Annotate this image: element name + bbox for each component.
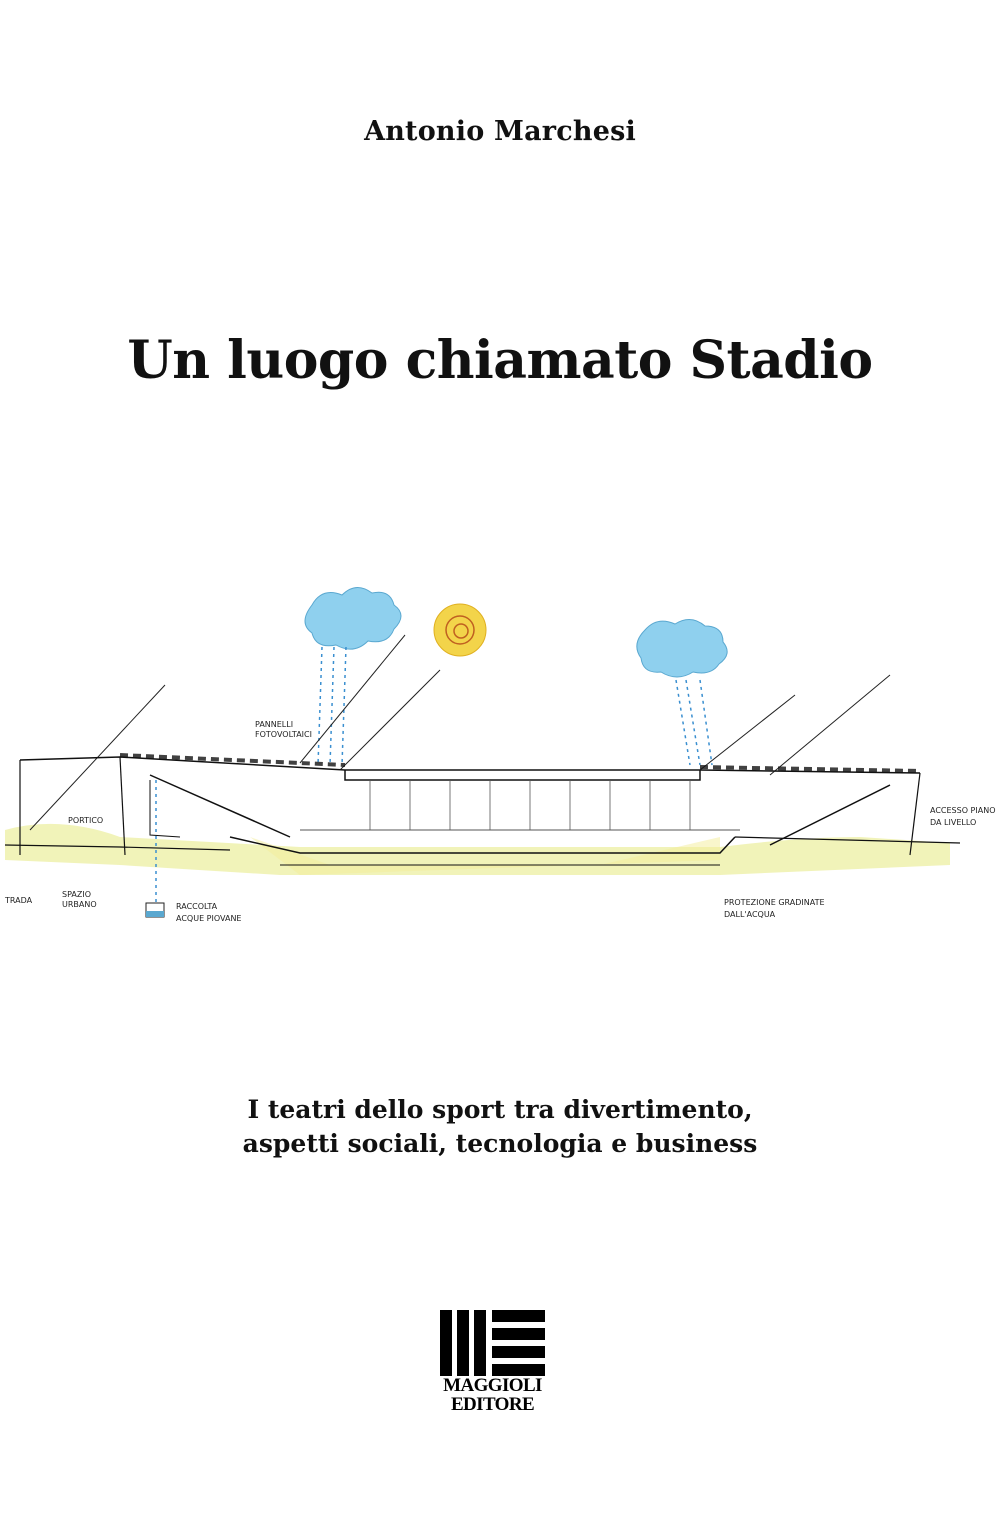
book-subtitle: I teatri dello sport tra divertimento, a… <box>0 1093 1000 1161</box>
author-name: Antonio Marchesi <box>364 116 636 147</box>
note-strada: TRADA <box>4 896 33 905</box>
note-portico: PORTICO <box>68 816 103 825</box>
publisher-name-line-1: MAGGIOLI <box>443 1375 542 1396</box>
publisher-name-line-2: EDITORE <box>450 1394 535 1415</box>
note-acque: ACQUE PIOVANE <box>176 914 241 923</box>
cloud-icon <box>636 619 728 678</box>
subtitle-line-1: I teatri dello sport tra divertimento, <box>247 1095 753 1124</box>
note-raccolta: RACCOLTA <box>176 902 218 911</box>
cloud-icon <box>304 587 402 650</box>
note-spazio: SPAZIO <box>62 890 91 899</box>
note-accesso: ACCESSO PIANO <box>930 806 996 815</box>
note-protezione: PROTEZIONE GRADINATE <box>724 898 825 907</box>
note-fotovoltaici: FOTOVOLTAICI <box>255 730 312 739</box>
sun-icon <box>433 603 487 657</box>
note-dallacqua: DALL'ACQUA <box>724 910 776 919</box>
note-pannelli: PANNELLI <box>255 720 293 729</box>
book-title: Un luogo chiamato Stadio <box>127 330 873 391</box>
note-dal: DA LIVELLO <box>930 818 976 827</box>
note-urbano: URBANO <box>62 900 97 909</box>
stadium-section-sketch: PANNELLI FOTOVOLTAICI PORTICO TRADA SPAZ… <box>4 587 996 923</box>
subtitle-line-2: aspetti sociali, tecnologia e business <box>242 1129 758 1158</box>
publisher-logo-icon <box>440 1310 545 1376</box>
publisher-logo: MAGGIOLI EDITORE <box>440 1310 545 1414</box>
